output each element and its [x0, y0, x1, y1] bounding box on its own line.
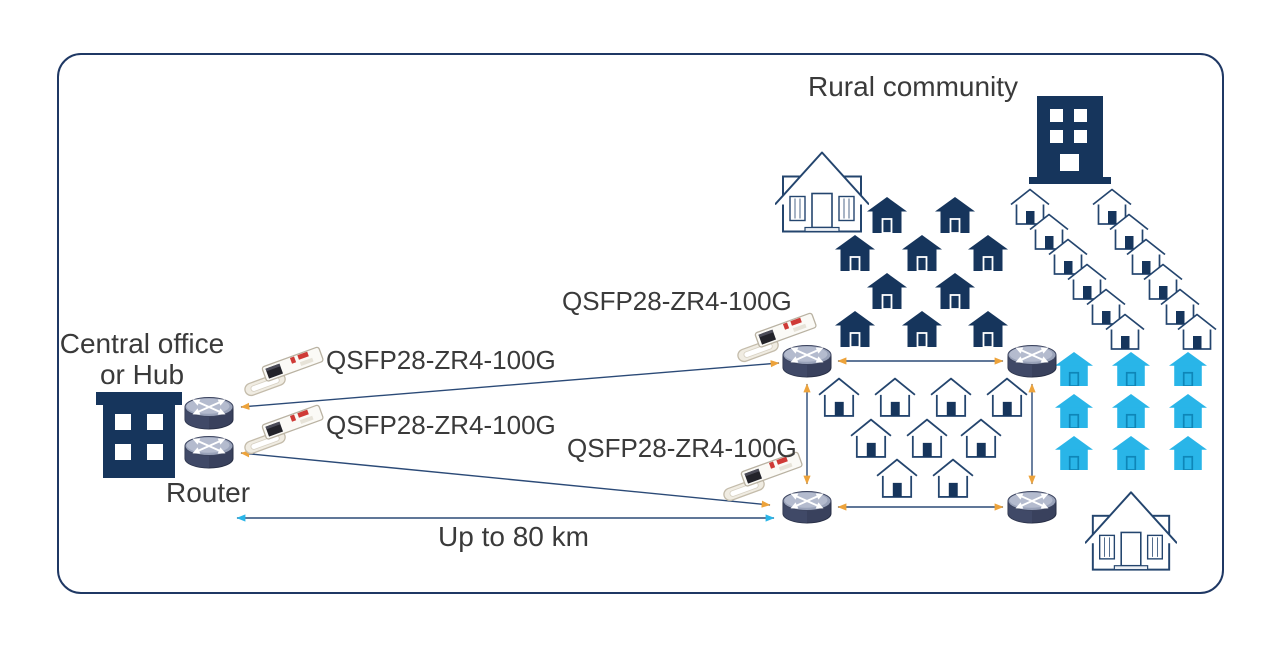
cyan-house-icon: [1112, 352, 1150, 386]
rural-router-top-right-icon: [1006, 341, 1058, 381]
central-office-label-line1: Central office: [59, 328, 225, 359]
diagram-border: [57, 53, 1224, 594]
rural-community-label: Rural community: [808, 71, 1019, 102]
outlined-house-village-icon: [850, 418, 892, 458]
dark-house-icon: [835, 311, 875, 347]
outlined-house-street-icon: [1092, 188, 1132, 225]
cyan-house-icon: [1169, 394, 1207, 428]
qsfp-transceiver-3-icon: [727, 308, 826, 367]
outlined-house-street-icon: [1126, 238, 1166, 275]
central-office-router-2-icon: [183, 432, 235, 472]
outlined-house-street-icon: [1143, 263, 1183, 300]
router-label: Router: [166, 477, 251, 508]
outlined-house-street-icon: [1177, 313, 1217, 350]
dark-house-icon: [935, 197, 975, 233]
cyan-house-icon: [1055, 352, 1093, 386]
distance-label: Up to 80 km: [438, 521, 589, 552]
cyan-house-icon: [1055, 436, 1093, 470]
central-office-label: Central office or Hub: [44, 328, 240, 390]
outlined-house-street-icon: [1086, 288, 1126, 325]
dark-house-icon: [968, 235, 1008, 271]
central-office-building-icon: [96, 390, 182, 478]
outlined-house-street-icon: [1048, 238, 1088, 275]
large-house-outline-top-icon: [775, 147, 869, 234]
outlined-house-village-icon: [932, 458, 974, 498]
cyan-house-icon: [1169, 436, 1207, 470]
central-office-router-1-icon: [183, 393, 235, 433]
qsfp-transceiver-2-icon: [234, 400, 333, 459]
outlined-house-village-icon: [930, 377, 972, 417]
outlined-house-street-icon: [1160, 288, 1200, 325]
outlined-house-street-icon: [1067, 263, 1107, 300]
dark-house-icon: [867, 197, 907, 233]
cyan-house-icon: [1055, 394, 1093, 428]
cyan-house-icon: [1112, 394, 1150, 428]
qsfp-label-4: QSFP28-ZR4-100G: [567, 433, 797, 463]
outlined-house-village-icon: [906, 418, 948, 458]
cyan-house-icon: [1169, 352, 1207, 386]
outlined-house-village-icon: [960, 418, 1002, 458]
dark-house-icon: [902, 235, 942, 271]
dark-house-icon: [968, 311, 1008, 347]
apartment-building-icon: [1029, 96, 1111, 184]
qsfp-label-3: QSFP28-ZR4-100G: [562, 286, 792, 316]
central-office-label-line2: or Hub: [99, 359, 185, 390]
outlined-house-street-icon: [1109, 213, 1149, 250]
outlined-house-village-icon: [986, 377, 1028, 417]
rural-router-bottom-left-icon: [781, 487, 833, 527]
outlined-house-street-icon: [1105, 313, 1145, 350]
outlined-house-street-icon: [1010, 188, 1050, 225]
dark-house-icon: [902, 311, 942, 347]
dark-house-icon: [835, 235, 875, 271]
qsfp-label-1: QSFP28-ZR4-100G: [326, 345, 556, 375]
outlined-house-village-icon: [876, 458, 918, 498]
large-house-outline-bottom-icon: [1085, 487, 1177, 572]
rural-router-top-left-icon: [781, 341, 833, 381]
qsfp-label-2: QSFP28-ZR4-100G: [326, 410, 556, 440]
cyan-house-icon: [1112, 436, 1150, 470]
outlined-house-street-icon: [1029, 213, 1069, 250]
outlined-house-village-icon: [874, 377, 916, 417]
dark-house-icon: [935, 273, 975, 309]
dark-house-icon: [867, 273, 907, 309]
outlined-house-village-icon: [818, 377, 860, 417]
rural-router-bottom-right-icon: [1006, 487, 1058, 527]
